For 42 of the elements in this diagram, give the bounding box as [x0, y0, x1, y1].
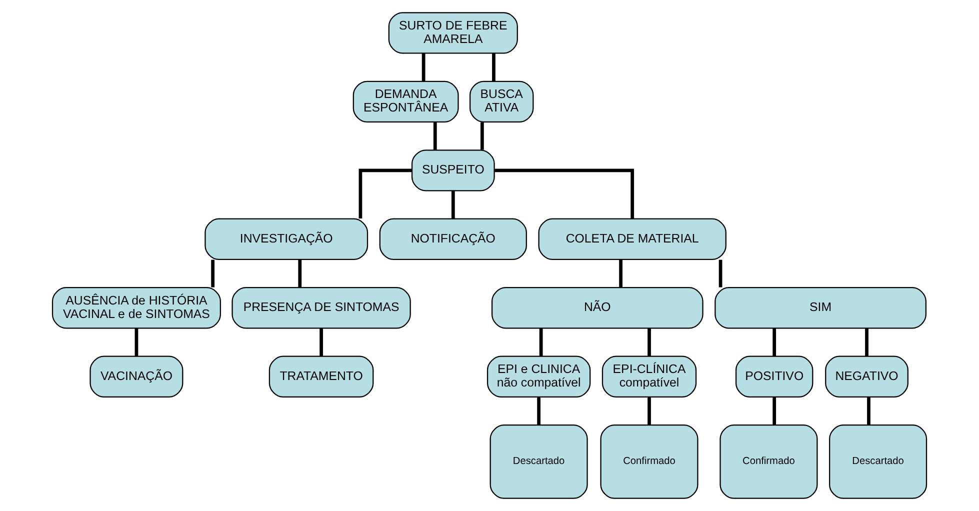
- connector: [433, 122, 437, 150]
- node-box: NOTIFICAÇÃO: [379, 218, 527, 260]
- node-box: Descartado: [829, 424, 928, 499]
- node-box: NÃO: [491, 287, 704, 329]
- node-box: AUSÊNCIA de HISTÓRIA VACINAL e de SINTOMAS: [52, 287, 221, 329]
- connector: [537, 397, 540, 426]
- connector: [867, 397, 870, 426]
- node-box: Confirmado: [720, 424, 818, 499]
- node-box: NEGATIVO: [825, 356, 908, 398]
- node-box: TRATAMENTO: [268, 356, 374, 398]
- connector: [320, 328, 323, 356]
- connector: [648, 328, 651, 356]
- connector: [648, 397, 651, 426]
- node-box: COLETA DE MATERIAL: [538, 218, 726, 260]
- connector: [480, 122, 484, 150]
- connector: [865, 328, 868, 356]
- connector: [134, 328, 138, 356]
- node-box: POSITIVO: [735, 356, 814, 398]
- node-box: VACINAÇÃO: [90, 356, 184, 398]
- connector: [451, 191, 455, 219]
- node-box: SIM: [714, 287, 926, 329]
- connector: [494, 168, 634, 219]
- connector: [539, 328, 543, 356]
- connector: [422, 54, 426, 82]
- node-box: PRESENÇA DE SINTOMAS: [232, 287, 411, 329]
- node-box: DEMANDA ESPONTÂNEA: [352, 80, 459, 123]
- node-box: EPI e CLINICA não compatível: [486, 356, 591, 398]
- connector: [492, 54, 496, 82]
- node-box: Confirmado: [600, 424, 698, 499]
- node-box: BUSCA ATIVA: [470, 80, 534, 123]
- node-box: Descartado: [490, 424, 588, 499]
- connector: [772, 328, 776, 356]
- node-box: INVESTIGAÇÃO: [204, 218, 368, 260]
- node-box: EPI-CLÍNICA compatível: [602, 356, 697, 398]
- connector: [358, 168, 412, 219]
- connector: [619, 260, 622, 288]
- connector: [211, 260, 215, 288]
- connector: [772, 397, 776, 426]
- node-box: SURTO DE FEBRE AMARELA: [388, 12, 518, 54]
- connector: [718, 260, 722, 288]
- node-box: SUSPEITO: [411, 150, 495, 192]
- connector: [298, 260, 302, 288]
